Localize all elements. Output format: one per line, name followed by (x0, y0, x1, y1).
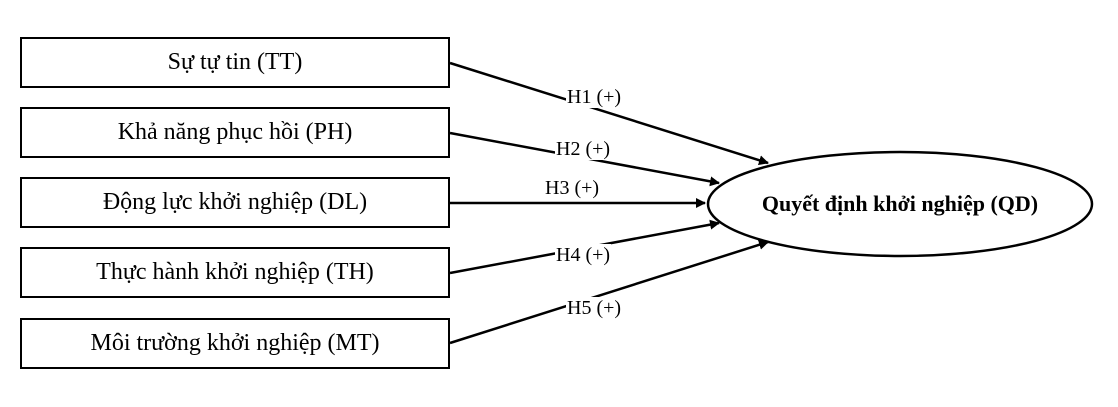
construct-label: Khả năng phục hồi (PH) (117, 119, 353, 145)
outcome-node: Quyết định khởi nghiệp (QD) (707, 151, 1093, 257)
construct-box-ph: Khả năng phục hồi (PH) (20, 107, 450, 158)
construct-box-mt: Môi trường khởi nghiệp (MT) (20, 318, 450, 369)
hypothesis-label-h2: H2 (+) (555, 138, 612, 160)
construct-box-th: Thực hành khởi nghiệp (TH) (20, 247, 450, 298)
construct-label: Sự tự tin (TT) (167, 49, 303, 75)
construct-box-tt: Sự tự tin (TT) (20, 37, 450, 88)
construct-box-dl: Động lực khởi nghiệp (DL) (20, 177, 450, 228)
hypothesis-label-h5: H5 (+) (566, 297, 623, 319)
hypothesis-label-h1: H1 (+) (566, 86, 623, 108)
arrow-h1 (449, 61, 769, 166)
construct-label: Môi trường khởi nghiệp (MT) (90, 330, 380, 356)
hypothesis-label-h4: H4 (+) (555, 244, 612, 266)
arrow-h5 (449, 239, 769, 345)
hypothesis-label-h3: H3 (+) (544, 177, 601, 199)
outcome-ellipse (706, 150, 1094, 258)
construct-label: Động lực khởi nghiệp (DL) (102, 189, 368, 215)
outcome-label: Quyết định khởi nghiệp (QD) (761, 191, 1039, 216)
construct-label: Thực hành khởi nghiệp (TH) (96, 259, 374, 285)
